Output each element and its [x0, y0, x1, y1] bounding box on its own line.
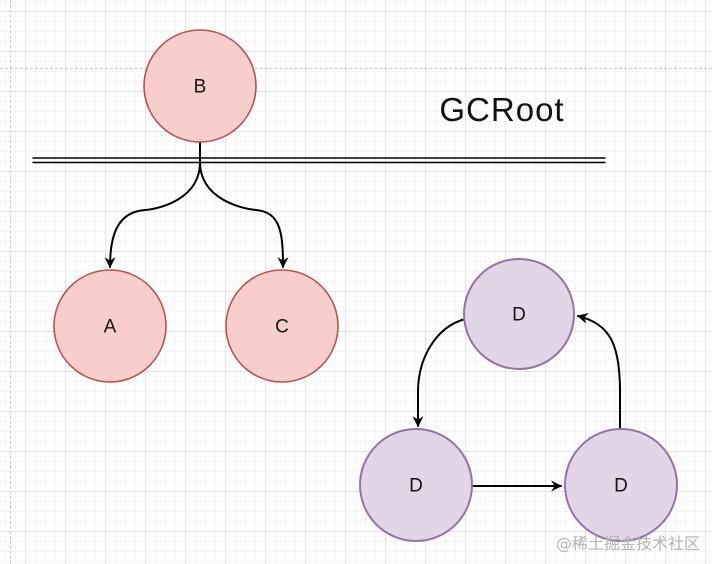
node-a-circle — [53, 269, 167, 383]
node-d-left-label: D — [409, 476, 423, 497]
node-a-label: A — [104, 317, 117, 338]
node-c-label: C — [275, 317, 289, 338]
node-b-circle — [143, 29, 257, 143]
node-d-left-circle — [359, 428, 473, 542]
reachable-nodes-group — [53, 29, 339, 383]
node-d-top-label: D — [512, 305, 526, 326]
edges-group — [32, 140, 621, 492]
node-c-circle — [225, 269, 339, 383]
page-break-horizontal — [0, 68, 712, 69]
node-d-right-circle — [564, 428, 678, 542]
diagram-title: GCRoot — [439, 91, 564, 128]
edge-b-to-c — [199, 161, 289, 269]
node-d-right-label: D — [614, 476, 628, 497]
edge-dright-to-dtop — [576, 312, 621, 429]
edge-b-to-a — [104, 161, 201, 269]
watermark-text: @稀土掘金技术社区 — [556, 534, 700, 553]
page-break-vertical — [10, 0, 11, 564]
edge-dtop-to-dleft — [412, 318, 466, 428]
gc-root-boundary-double-line — [32, 157, 606, 164]
cycle-nodes-group — [359, 258, 678, 542]
node-b-label: B — [194, 77, 207, 98]
node-d-top-circle — [463, 258, 575, 370]
